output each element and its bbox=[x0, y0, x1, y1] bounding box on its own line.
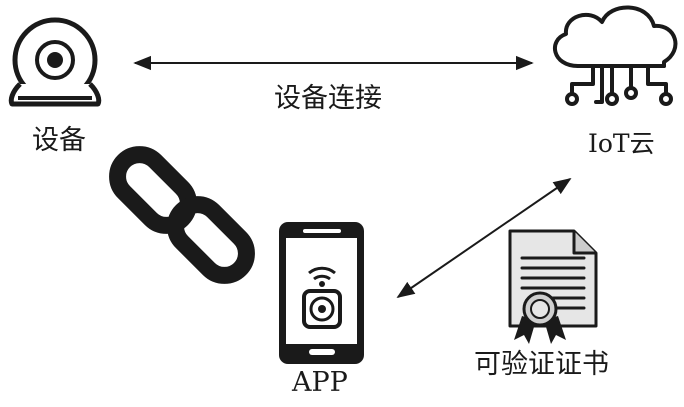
device-label: 设备 bbox=[32, 125, 86, 156]
webcam-icon bbox=[8, 17, 102, 107]
certificate-icon bbox=[508, 229, 598, 344]
iot-cloud-icon bbox=[553, 5, 678, 106]
smartphone-icon bbox=[279, 222, 364, 364]
verifiable-certificate-label: 可验证证书 bbox=[474, 349, 609, 380]
app-label: APP bbox=[292, 367, 348, 398]
chain-link-icon bbox=[109, 146, 255, 284]
iot-cloud-label: IoT云 bbox=[588, 129, 655, 158]
device-connection-label: 设备连接 bbox=[274, 83, 382, 114]
app-cloud-arrow bbox=[396, 177, 572, 299]
